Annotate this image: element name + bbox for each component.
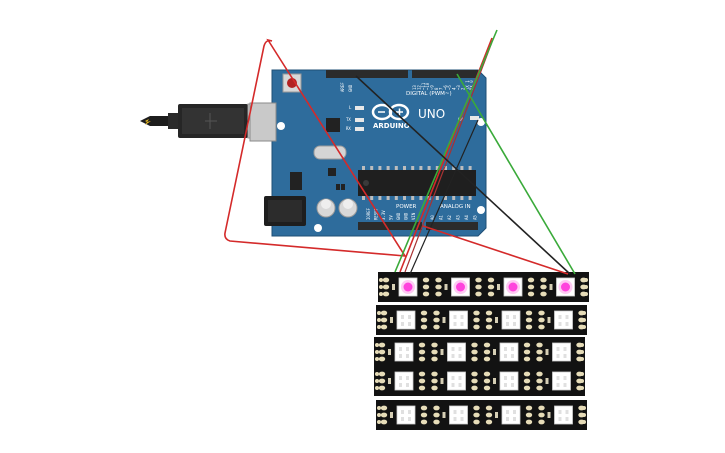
analog-pin-label: A3 [456, 215, 461, 220]
digital-pin-label: ~11 [421, 82, 426, 90]
led-pixel[interactable] [499, 342, 519, 362]
mounting-hole [477, 206, 485, 214]
red-wire-loop[interactable] [224, 38, 407, 257]
mounting-hole [314, 224, 322, 232]
digital-pin-label: 2 [460, 87, 465, 90]
led-pixel[interactable] [501, 405, 521, 425]
rx-led [355, 127, 364, 131]
digital-pin-label: ~3 [456, 85, 461, 90]
power-pin-label: GND [396, 212, 401, 220]
usb-chip [326, 118, 340, 132]
led-pixel[interactable] [554, 310, 573, 330]
model-label: UNO [418, 107, 445, 121]
power-jack [264, 196, 306, 226]
led-strip-row[interactable] [374, 337, 585, 367]
digital-pin-label: 8 [434, 87, 439, 90]
digital-pin-label: 12 [416, 85, 421, 90]
green-wire-data-2[interactable] [456, 73, 576, 275]
analog-pin-label: A0 [430, 215, 435, 220]
power-pin-label: 5V [389, 215, 394, 220]
green-wire-data[interactable] [394, 29, 498, 273]
led-strip-row[interactable] [378, 272, 589, 302]
analog-pin-label: A4 [464, 215, 469, 220]
led-strip-row[interactable] [376, 305, 587, 335]
l-label: L [349, 105, 352, 110]
led-pixel[interactable] [554, 405, 573, 425]
power-label: POWER [396, 204, 417, 210]
digital-pin-label: 4 [452, 87, 457, 90]
l-led [355, 106, 364, 110]
led-strip-matrix[interactable] [374, 272, 589, 430]
led-pixel[interactable] [447, 342, 466, 362]
black-wire-gnd[interactable] [355, 75, 571, 275]
led-strip-row[interactable] [376, 400, 587, 430]
digital-pin-label: ~9 [430, 85, 435, 90]
power-pin-label: IOREF [366, 207, 371, 220]
rx-label: RX [346, 126, 351, 131]
led-pixel[interactable] [394, 371, 414, 391]
digital-label: DIGITAL (PWM~) [406, 91, 452, 97]
red-wire-5v-2[interactable] [404, 41, 493, 273]
led-pixel[interactable] [396, 405, 416, 425]
led-pixel[interactable] [552, 371, 571, 391]
on-led [470, 116, 479, 120]
analog-label: ANALOG IN [440, 204, 471, 210]
led-pixel[interactable] [552, 342, 571, 362]
aref-label: AREF [340, 82, 345, 92]
wires [224, 29, 576, 275]
digital-pin-label: 7 [438, 87, 443, 90]
analog-pin-label: A5 [473, 215, 478, 220]
led-pixel-lit[interactable] [451, 277, 470, 297]
analog-pin-label: A2 [447, 215, 452, 220]
tx-label: TX [346, 117, 351, 122]
red-wire-ring[interactable] [422, 225, 569, 275]
usb-socket [249, 102, 277, 142]
crystal [313, 145, 347, 160]
digital-pin-label: RX 0 [469, 80, 474, 90]
power-pin-label: 3.3V [381, 210, 386, 220]
led-pixel-lit[interactable] [398, 277, 418, 297]
voltage-regulator [290, 172, 302, 190]
power-pin-label: VIN [411, 212, 416, 220]
gnd-label: GND [348, 84, 353, 92]
digital-pin-label: 13 [412, 85, 417, 90]
power-analog-header[interactable] [358, 222, 478, 230]
digital-pin-label: ~5 [447, 85, 452, 90]
led-pixel[interactable] [501, 310, 521, 330]
regulator [328, 168, 336, 176]
analog-pin-label: A1 [439, 215, 444, 220]
mounting-hole [277, 122, 285, 130]
led-pixel[interactable] [449, 405, 468, 425]
led-pixel-lit[interactable] [556, 277, 575, 297]
arduino-logo [371, 103, 410, 121]
led-strip-row[interactable] [374, 366, 585, 396]
black-wire-gnd-2[interactable] [409, 119, 479, 275]
led-pixel[interactable] [447, 371, 466, 391]
led-pixel[interactable] [396, 310, 416, 330]
power-pin-label: RESET [374, 207, 379, 220]
brand-label: ARDUINO [373, 122, 410, 130]
digital-pin-label: ~6 [443, 85, 448, 90]
led-pixel[interactable] [394, 342, 414, 362]
led-pixel-lit[interactable] [503, 277, 523, 297]
led-pixel[interactable] [449, 310, 468, 330]
digital-pin-label: TX 1 [465, 80, 470, 90]
digital-pin-label: ~10 [425, 82, 430, 90]
power-pin-label: GND [404, 212, 409, 220]
led-pixel[interactable] [499, 371, 519, 391]
tx-led [355, 118, 364, 122]
atmega-chip [358, 166, 476, 200]
digital-header[interactable] [326, 70, 478, 78]
